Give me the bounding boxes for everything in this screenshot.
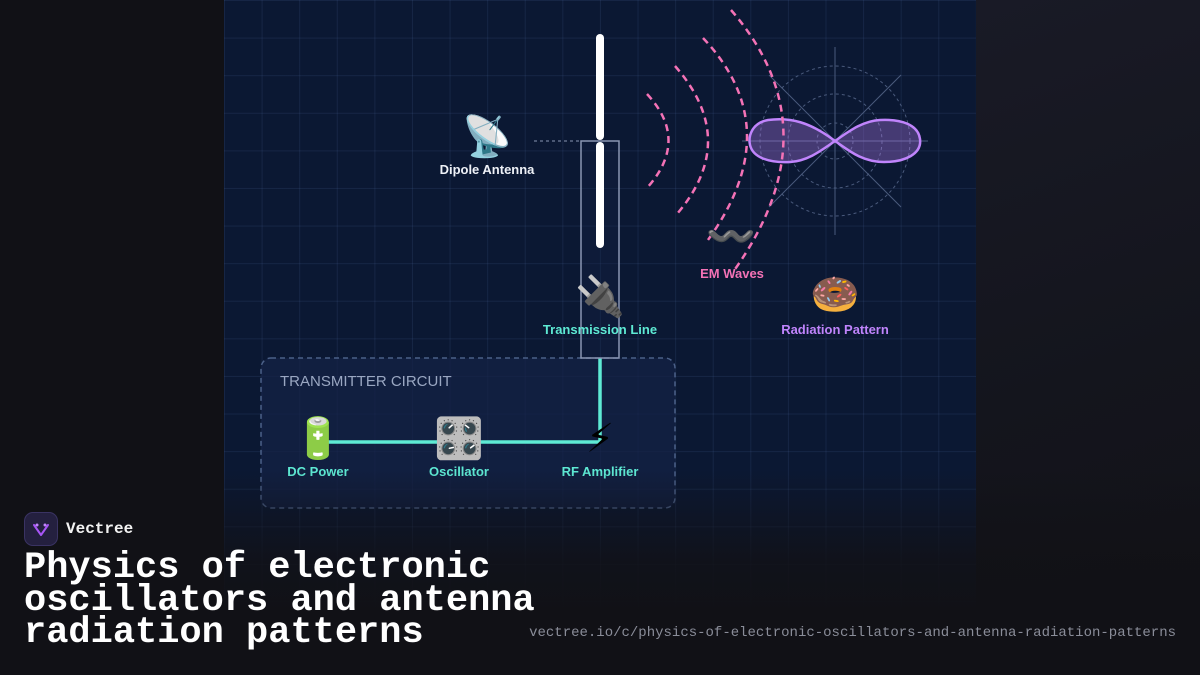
- wave-arc-4: [730, 9, 785, 273]
- circuit-title: TRANSMITTER CIRCUIT: [280, 373, 452, 390]
- satellite-antenna-icon: 📡: [462, 111, 512, 159]
- wave-arc-3: [702, 37, 749, 245]
- brand[interactable]: Vectree: [24, 512, 133, 546]
- vectree-logo-icon: [24, 512, 58, 546]
- antenna-label: Dipole Antenna: [440, 162, 536, 177]
- bottom-fade-overlay: [0, 470, 1200, 675]
- transmission-line-label: Transmission Line: [543, 322, 657, 337]
- wavy-dash-icon: 〰️: [706, 215, 756, 259]
- battery-icon: 🔋: [293, 415, 343, 461]
- em-waves-label: EM Waves: [700, 266, 764, 281]
- page-title: Physics of electronic oscillators and an…: [24, 547, 535, 654]
- wave-arc-2: [674, 65, 710, 215]
- radiation-lobe: [748, 118, 922, 164]
- wave-arc-1: [646, 93, 670, 189]
- radiation-pattern-label: Radiation Pattern: [781, 322, 889, 337]
- em-wave-arcs: [646, 9, 785, 273]
- electric-plug-icon: 🔌: [575, 273, 625, 319]
- control-knobs-icon: 🎛️: [434, 415, 484, 461]
- brand-name: Vectree: [66, 520, 134, 538]
- lightning-icon: ⚡: [586, 417, 614, 461]
- donut-icon: 🍩: [810, 273, 860, 317]
- page-url[interactable]: vectree.io/c/physics-of-electronic-oscil…: [529, 625, 1176, 641]
